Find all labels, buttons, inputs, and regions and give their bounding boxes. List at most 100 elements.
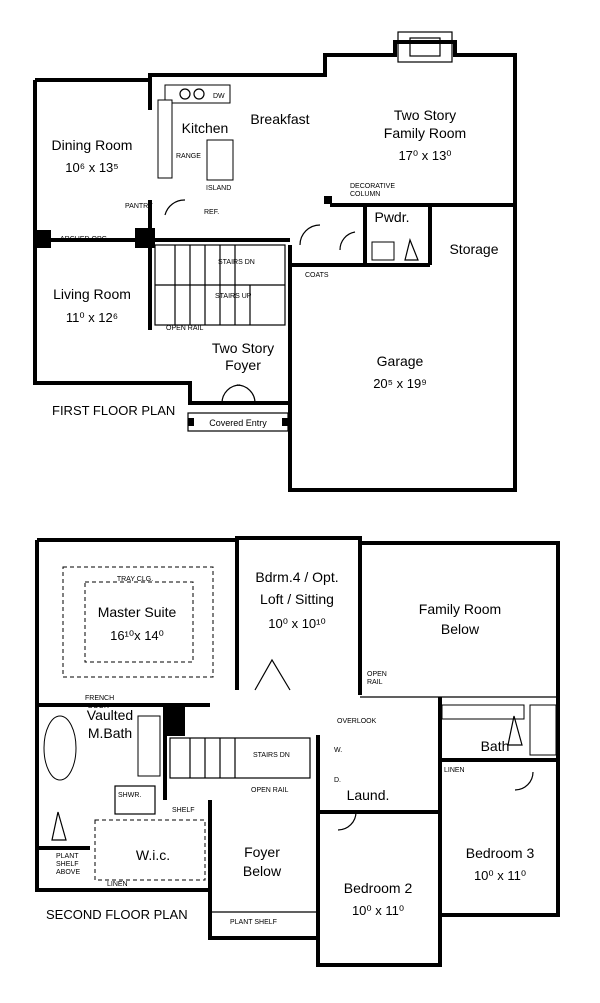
plant-shelf-note: PLANT SHELF — [230, 919, 277, 926]
stairs-up-note: STAIRS UP — [215, 293, 252, 300]
bedroom3-dims: 10⁰ x 11⁰ — [474, 868, 526, 883]
w-note: W. — [334, 747, 342, 754]
family-room-label-2: Family Room — [384, 125, 466, 141]
vaulted-mbath-label-1: Vaulted — [87, 707, 133, 723]
second-floor-south-east-wall — [316, 697, 560, 967]
plant-shelf-above-note-1: PLANT — [56, 853, 79, 860]
fireplace-inner — [409, 37, 441, 57]
master-suite-dims: 16¹⁰x 14⁰ — [110, 628, 164, 643]
kitchen-counter-top — [164, 84, 231, 104]
family-room-below-label-2: Below — [441, 621, 480, 637]
family-room-label-1: Two Story — [394, 107, 456, 123]
plant-shelf-above-note-3: ABOVE — [56, 869, 80, 876]
arched-opg-note: ARCHED OPG. — [60, 236, 109, 243]
bdrm4-label-2: Loft / Sitting — [260, 591, 334, 607]
foyer-label-1: Two Story — [212, 340, 274, 356]
decorative-column-note-1: DECORATIVE — [350, 183, 395, 190]
dining-room-label: Dining Room — [52, 137, 133, 153]
pwdr-sink — [371, 241, 395, 261]
pantry-note: PANTRY — [125, 203, 153, 210]
pwdr-toilet — [404, 238, 419, 261]
foyer-below-label-2: Below — [243, 863, 282, 879]
bedroom3-door — [514, 771, 534, 791]
dining-room-dims: 10⁶ x 13⁵ — [65, 160, 118, 175]
second-floor-title: SECOND FLOOR PLAN — [46, 907, 188, 922]
fireplace — [397, 31, 453, 63]
family-room-below-label-1: Family Room — [419, 601, 501, 617]
sink-icon-2 — [193, 88, 205, 100]
wic-shelves — [94, 819, 206, 881]
bdrm4-dims: 10⁰ x 10¹⁰ — [268, 616, 325, 631]
island-note: ISLAND — [206, 185, 231, 192]
shelf-note: SHELF — [172, 807, 195, 814]
bedroom2-door — [337, 811, 357, 831]
open-rail-right-note-2: RAIL — [367, 679, 383, 686]
open-rail-note: OPEN RAIL — [251, 787, 288, 794]
open-rail-right-note-1: OPEN — [367, 671, 387, 678]
bath-tub — [529, 704, 557, 756]
toilet-icon — [51, 811, 67, 841]
garage-dims: 20⁵ x 19⁹ — [373, 376, 427, 391]
plant-shelf-above-note-2: SHELF — [56, 861, 79, 868]
coat-door — [299, 224, 321, 246]
shower — [114, 785, 156, 815]
breakfast-label: Breakfast — [250, 111, 309, 127]
coats-note: COATS — [305, 272, 329, 279]
sink-icon — [179, 88, 191, 100]
pwdr-label: Pwdr. — [374, 209, 409, 225]
vaulted-mbath-label-2: M.Bath — [88, 725, 132, 741]
kitchen-counter-side — [157, 99, 173, 179]
bath-toilet-icon — [507, 715, 523, 746]
range-note: RANGE — [176, 153, 201, 160]
overlook-note: OVERLOOK — [337, 718, 377, 725]
storage-label: Storage — [449, 241, 498, 257]
stairs-dn-note: STAIRS DN — [218, 259, 255, 266]
master-suite-label: Master Suite — [98, 604, 177, 620]
tray-ceiling-outer — [62, 566, 214, 678]
garage-label: Garage — [377, 353, 424, 369]
pantry-door — [164, 199, 186, 216]
tray-clg-note: TRAY CLG. — [117, 576, 153, 583]
garage-wall — [288, 205, 517, 492]
second-floor-stairs — [169, 737, 311, 779]
linen-note: LINEN — [107, 881, 128, 888]
second-floor-plan — [35, 536, 560, 967]
first-floor-plan — [33, 31, 517, 492]
ref-note: REF. — [204, 209, 219, 216]
wic-label: W.i.c. — [136, 847, 170, 863]
bdrm4-door — [254, 658, 291, 691]
open-rail-note: OPEN RAIL — [166, 325, 203, 332]
arched-pier-right — [135, 228, 155, 248]
d-note: D. — [334, 777, 341, 784]
tray-ceiling-inner — [84, 581, 194, 663]
arched-pier-left — [35, 230, 51, 248]
bath-label: Bath — [481, 738, 510, 754]
vanity — [137, 715, 161, 777]
bath-vanity — [441, 704, 525, 720]
tub-icon — [43, 715, 77, 781]
foyer-below-label-1: Foyer — [244, 844, 280, 860]
laund-label: Laund. — [347, 787, 390, 803]
family-room-dims: 17⁰ x 13⁰ — [398, 148, 451, 163]
mbath-solid — [165, 706, 185, 736]
first-floor-title: FIRST FLOOR PLAN — [52, 403, 175, 418]
kitchen-label: Kitchen — [182, 120, 229, 136]
living-room-label: Living Room — [53, 286, 131, 302]
stairs-dn-note: STAIRS DN — [253, 752, 290, 759]
covered-entry-label: Covered Entry — [209, 418, 267, 428]
foyer-label-2: Foyer — [225, 357, 261, 373]
first-floor-stairs — [154, 244, 286, 326]
bedroom2-label: Bedroom 2 — [344, 880, 413, 896]
front-door-2 — [236, 384, 256, 404]
front-door — [221, 384, 241, 404]
bedroom2-dims: 10⁰ x 11⁰ — [352, 903, 404, 918]
french-door-note-1: FRENCH — [85, 695, 114, 702]
first-floor-north-wall — [35, 40, 517, 205]
decorative-column-note-2: COLUMN — [350, 191, 380, 198]
shwr-note: SHWR. — [118, 792, 141, 799]
dw-note: DW — [213, 93, 225, 100]
living-room-dims: 11⁰ x 12⁶ — [66, 310, 118, 325]
pwdr-door — [339, 231, 356, 251]
bedroom3-label: Bedroom 3 — [466, 845, 535, 861]
